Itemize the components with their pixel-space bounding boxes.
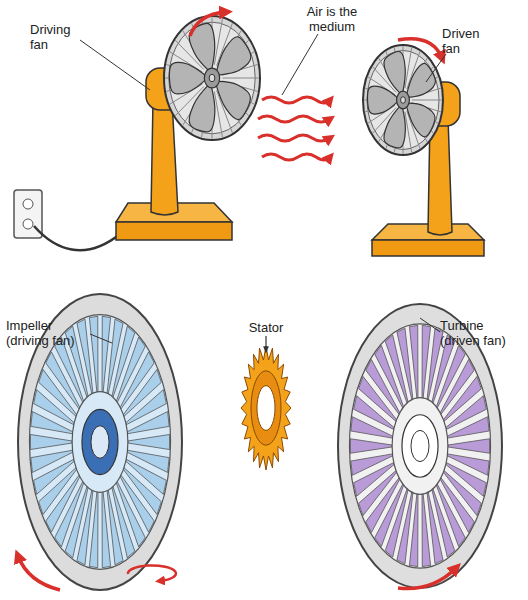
hub (82, 409, 118, 474)
rotation-arrow (190, 12, 226, 36)
fan-blade (216, 37, 251, 75)
fan-hub (204, 68, 219, 88)
stator-illustration (241, 346, 291, 470)
rotation-arrow (398, 568, 456, 589)
leader-line (282, 34, 318, 95)
inner-ring (72, 392, 128, 493)
leader-line (420, 318, 440, 332)
stator-ring (251, 371, 281, 445)
hub-bore (411, 430, 429, 461)
power-cord (34, 226, 120, 250)
vane (447, 454, 489, 475)
fan-blade (169, 62, 207, 94)
rotation-arrow (18, 556, 60, 590)
vane (102, 492, 111, 568)
fan-hub (397, 91, 410, 109)
fan-blade (215, 81, 250, 119)
grille-rim (164, 16, 260, 140)
part-label: Air is the medium (292, 4, 372, 34)
vane (351, 454, 393, 475)
vane (350, 439, 392, 453)
leader-arrow (265, 336, 266, 352)
fan-hub-cap (401, 97, 406, 104)
air-flow-arrow (258, 135, 330, 141)
fan-blade (368, 86, 400, 114)
vane (351, 417, 393, 438)
vane (447, 417, 489, 438)
rotation-arrow (128, 565, 176, 581)
vane (409, 325, 418, 398)
vane (30, 434, 72, 449)
hub (402, 415, 438, 477)
part-label: Stator (241, 320, 291, 335)
vane (448, 439, 490, 453)
part-label: Impeller (driving fan) (6, 318, 96, 348)
driving-fan-grille (164, 16, 260, 140)
leader-line (80, 40, 150, 90)
grille-rib (223, 78, 259, 79)
outlet-socket (23, 219, 33, 229)
air-flow-arrow (258, 116, 330, 122)
hub-bore (91, 426, 109, 459)
vane (127, 412, 169, 434)
shell-face (349, 324, 490, 568)
part-label: Driving fan (30, 22, 85, 52)
fan-blade (384, 105, 405, 148)
vane (31, 412, 73, 434)
grille-rim (363, 45, 443, 155)
fan-blade (406, 103, 435, 137)
vane (89, 316, 98, 392)
vane (422, 494, 431, 567)
shell-face (29, 315, 170, 570)
fan-blade (189, 83, 215, 132)
fan-base-front (372, 240, 484, 256)
vane (31, 450, 73, 472)
leader-line (90, 334, 112, 343)
fan-base-front (116, 222, 232, 240)
leader-line (426, 54, 446, 82)
part-label: Driven fan (442, 26, 494, 56)
outlet-socket (23, 199, 33, 209)
fan-blade (384, 52, 405, 96)
vane (128, 434, 170, 449)
stator-bore (257, 386, 275, 431)
fan-blade (406, 63, 436, 97)
air-flow-arrow (262, 154, 330, 160)
vane (127, 450, 169, 472)
grille-rib (412, 100, 442, 101)
inner-ring (392, 398, 448, 495)
air-flow-arrow (262, 97, 330, 103)
driven-fan-grille (363, 45, 443, 155)
rotation-arrow (398, 39, 442, 58)
part-label: Turbine (driven fan) (440, 318, 525, 348)
fan-hub-cap (209, 74, 215, 81)
stator-blades (241, 346, 291, 470)
